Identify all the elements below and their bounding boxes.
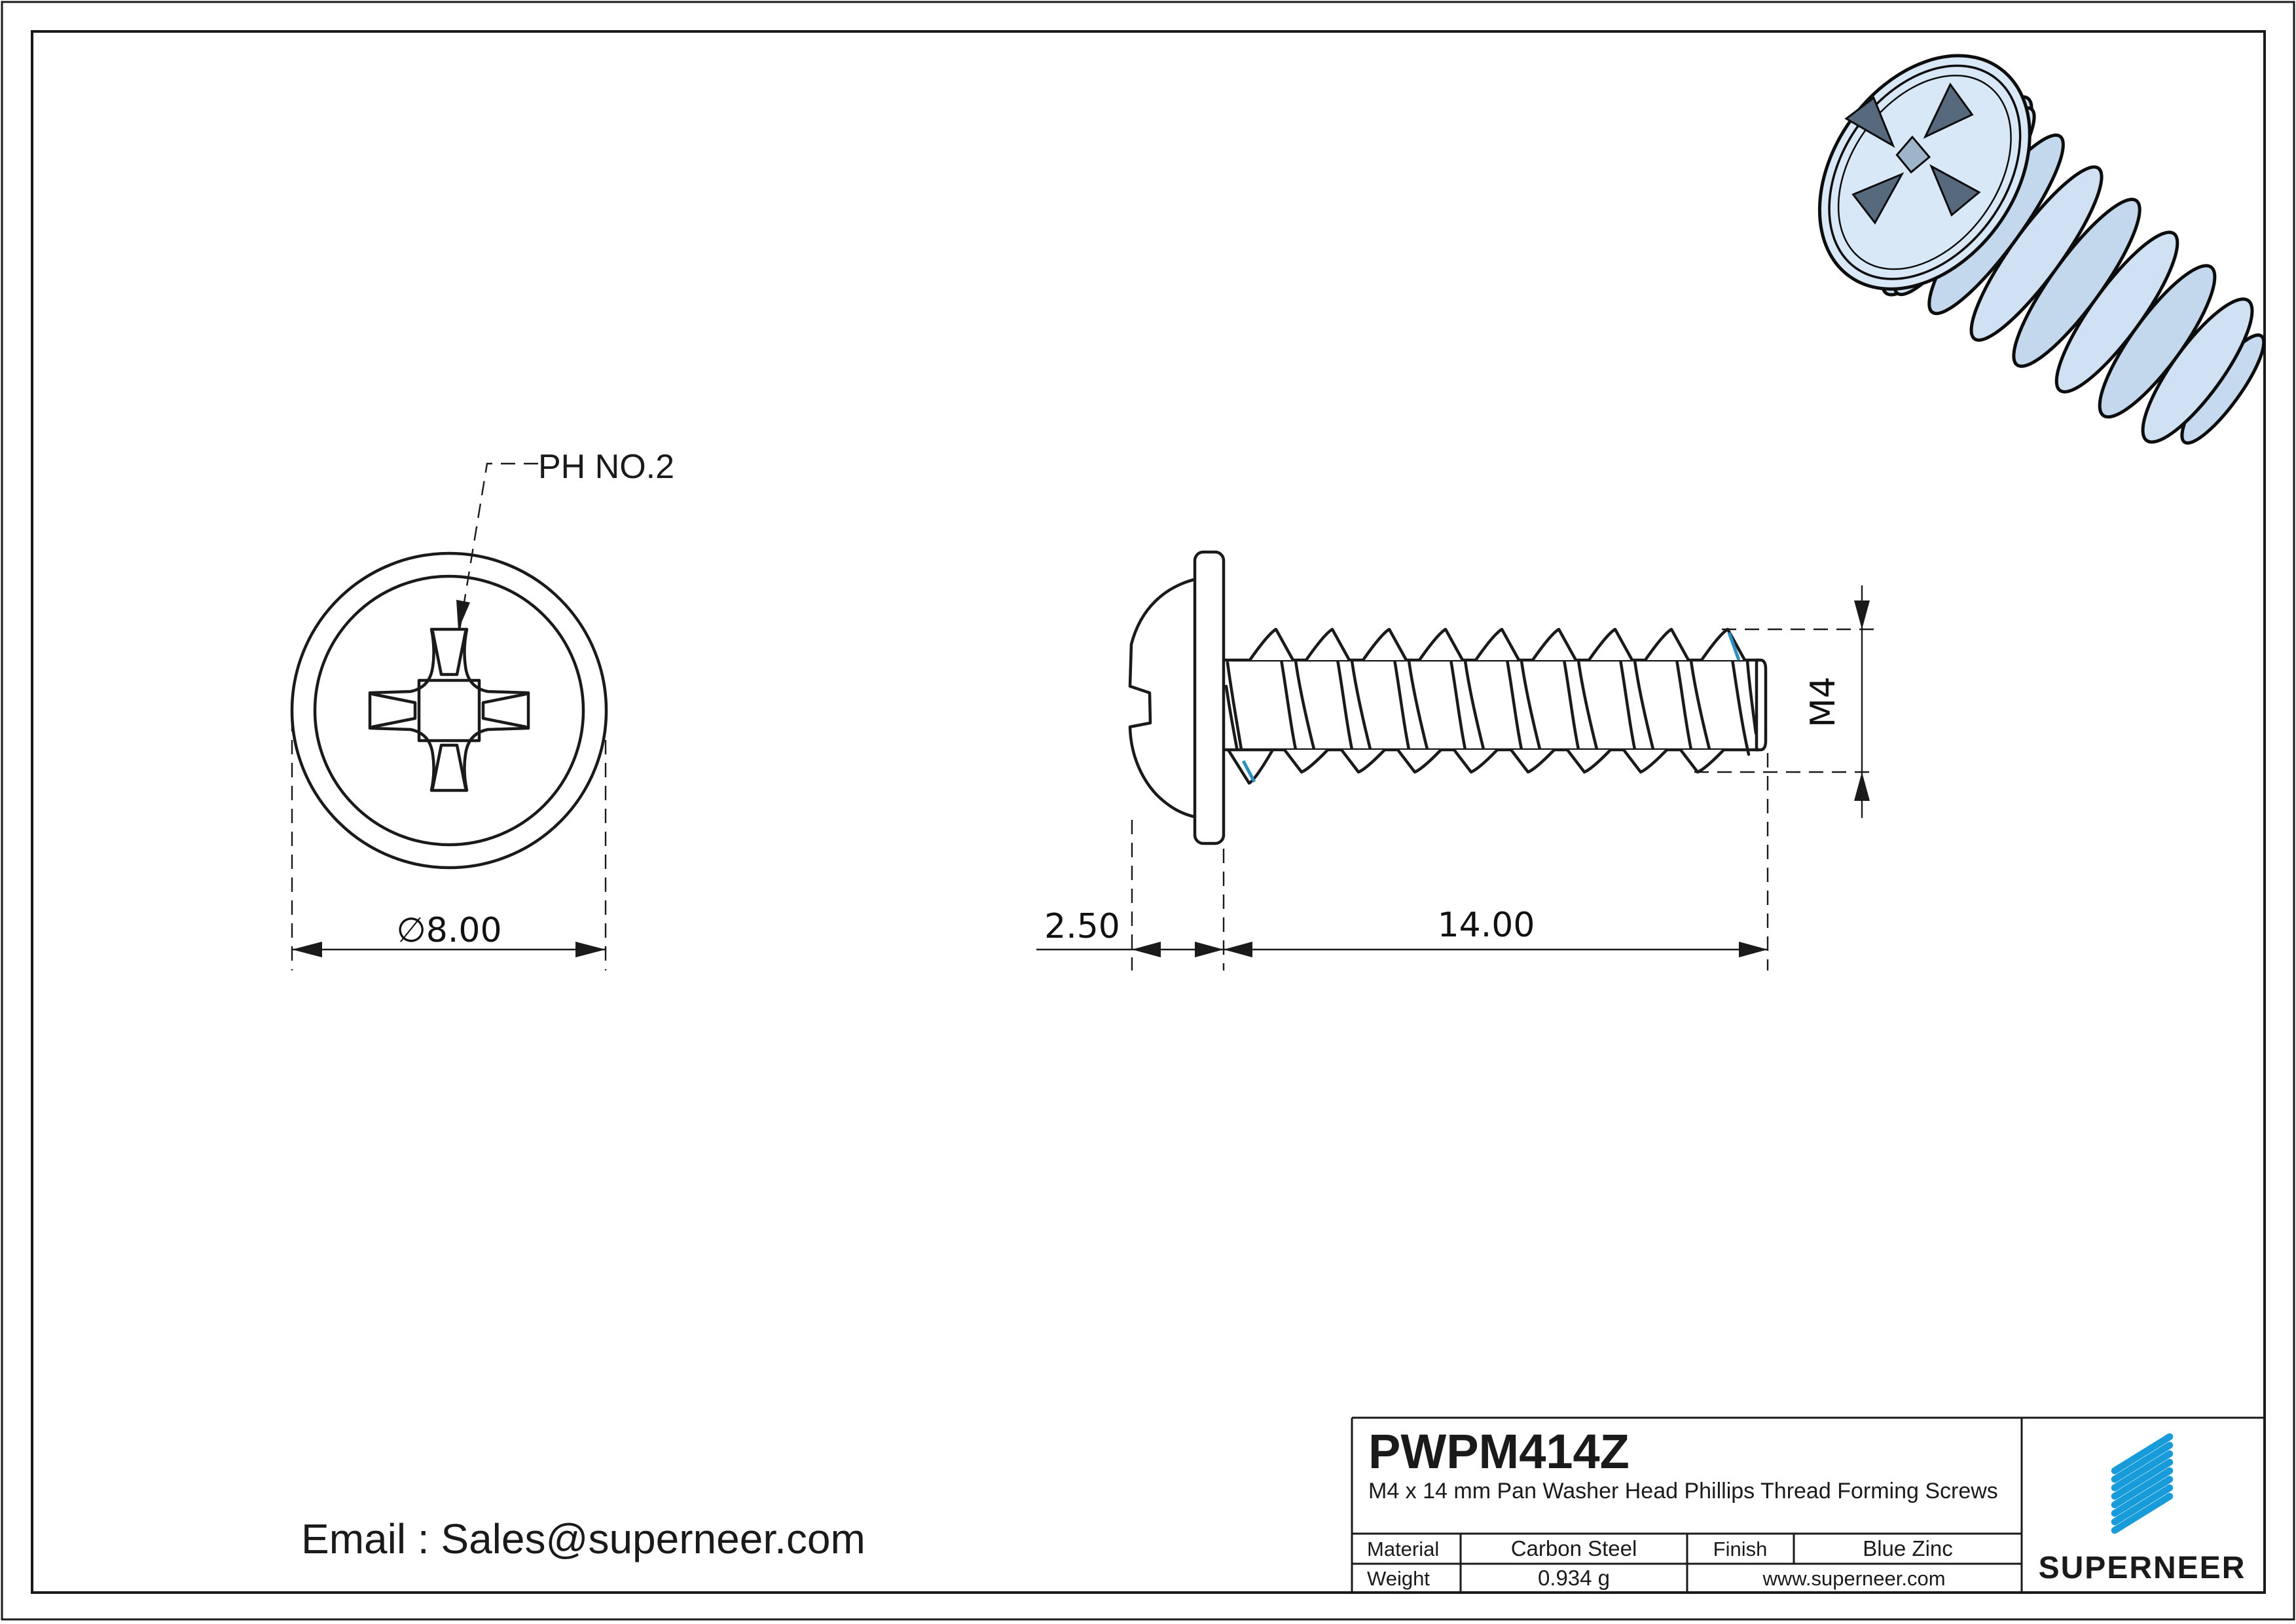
recess-wedge [1851,172,1904,225]
thread-tooth [1566,748,1612,774]
recess-wall-bottom [431,743,467,790]
ph-leader-line [458,462,538,631]
contact-email: Email : Sales@superneer.com [301,1515,866,1562]
weight-label: Weight [1367,1567,1430,1590]
dim-arrow [1132,942,1161,957]
recess-center [1895,135,1931,174]
ph-leader-arrow [456,600,470,630]
thread-tooth [1362,627,1408,661]
part-description: M4 x 14 mm Pan Washer Head Phillips Thre… [1368,1479,1998,1504]
screw-tip-end [1755,658,1768,752]
pan-head-profile [1128,577,1199,819]
screw-3d-phillips-recess [1844,83,1981,225]
material-label: Material [1367,1538,1439,1560]
thread-tooth [1644,627,1690,661]
dim-arrow [1224,942,1252,957]
diameter-dimension: ∅8.00 [291,717,607,970]
recess-wall-left [371,692,417,729]
thread-teeth-top [1248,627,1746,661]
thread-tooth [1588,627,1633,661]
title-block: PWPM414Z M4 x 14 mm Pan Washer Head Phil… [1351,1416,2263,1593]
dim-arrow-left [292,942,322,957]
drawing-frame [31,30,2266,1594]
screw-3d-illustration [1817,54,2266,445]
recess-wall-top [431,630,467,676]
finish-label: Finish [1713,1538,1768,1560]
dim-head-height: 2.50 [1044,907,1120,946]
weight-value: 0.934 g [1538,1566,1610,1590]
thread-tooth [1283,748,1329,774]
front-view: PH NO.2 ∅8.00 [290,448,674,970]
dim-arrow [1195,942,1224,957]
recess-wedge [1929,164,1981,217]
recess-wedge [1923,83,1974,139]
dim-arrow [1739,942,1768,957]
recess-wall-right [481,692,528,729]
ph-label: PH NO.2 [538,448,674,486]
length-dimensions: 2.50 14.00 [1036,753,1769,970]
dim-thread-size: M4 [1804,676,1843,728]
phillips-recess-outline [368,627,530,792]
thread-size-dimension: M4 [1694,585,1878,818]
thread-tooth [1340,748,1386,774]
website-link[interactable]: www.superneer.com [1762,1567,1945,1590]
finish-value: Blue Zinc [1863,1536,1953,1560]
screw-3d-tip [2180,333,2266,445]
part-number: PWPM414Z [1368,1424,1630,1479]
recess-center-square [417,678,481,743]
thread-edge-highlight [1241,760,1256,783]
dim-head-diameter: ∅8.00 [396,911,501,950]
thread-tooth [1396,748,1442,774]
thread-tooth [1531,627,1577,661]
washer-flange [1193,550,1226,845]
thread-tooth [1227,748,1274,785]
recess-wedge [1844,96,1895,148]
thread-tooth [1305,627,1351,661]
thread-tooth [1453,748,1499,774]
material-value: Carbon Steel [1511,1536,1637,1560]
brand-name: SUPERNEER [2039,1551,2246,1585]
thread-tooth [1622,748,1668,774]
thread-teeth-bottom [1283,748,1725,774]
thread-edge-highlight [1727,632,1741,661]
thread-tooth [1510,748,1556,774]
phillips-recess-details [371,630,528,790]
superneer-logo-icon [2111,1433,2174,1534]
dim-arrow-right [575,942,606,957]
title-block-grid [1351,1416,2263,1593]
thread-tooth [1418,627,1464,661]
dim-arrow [1854,772,1870,801]
dim-thread-length: 14.00 [1438,906,1535,945]
side-view: 2.50 14.00 M4 [1036,550,1878,970]
dim-arrow [1854,600,1870,629]
thread-tooth [1474,627,1520,661]
thread-tooth [1248,627,1294,661]
